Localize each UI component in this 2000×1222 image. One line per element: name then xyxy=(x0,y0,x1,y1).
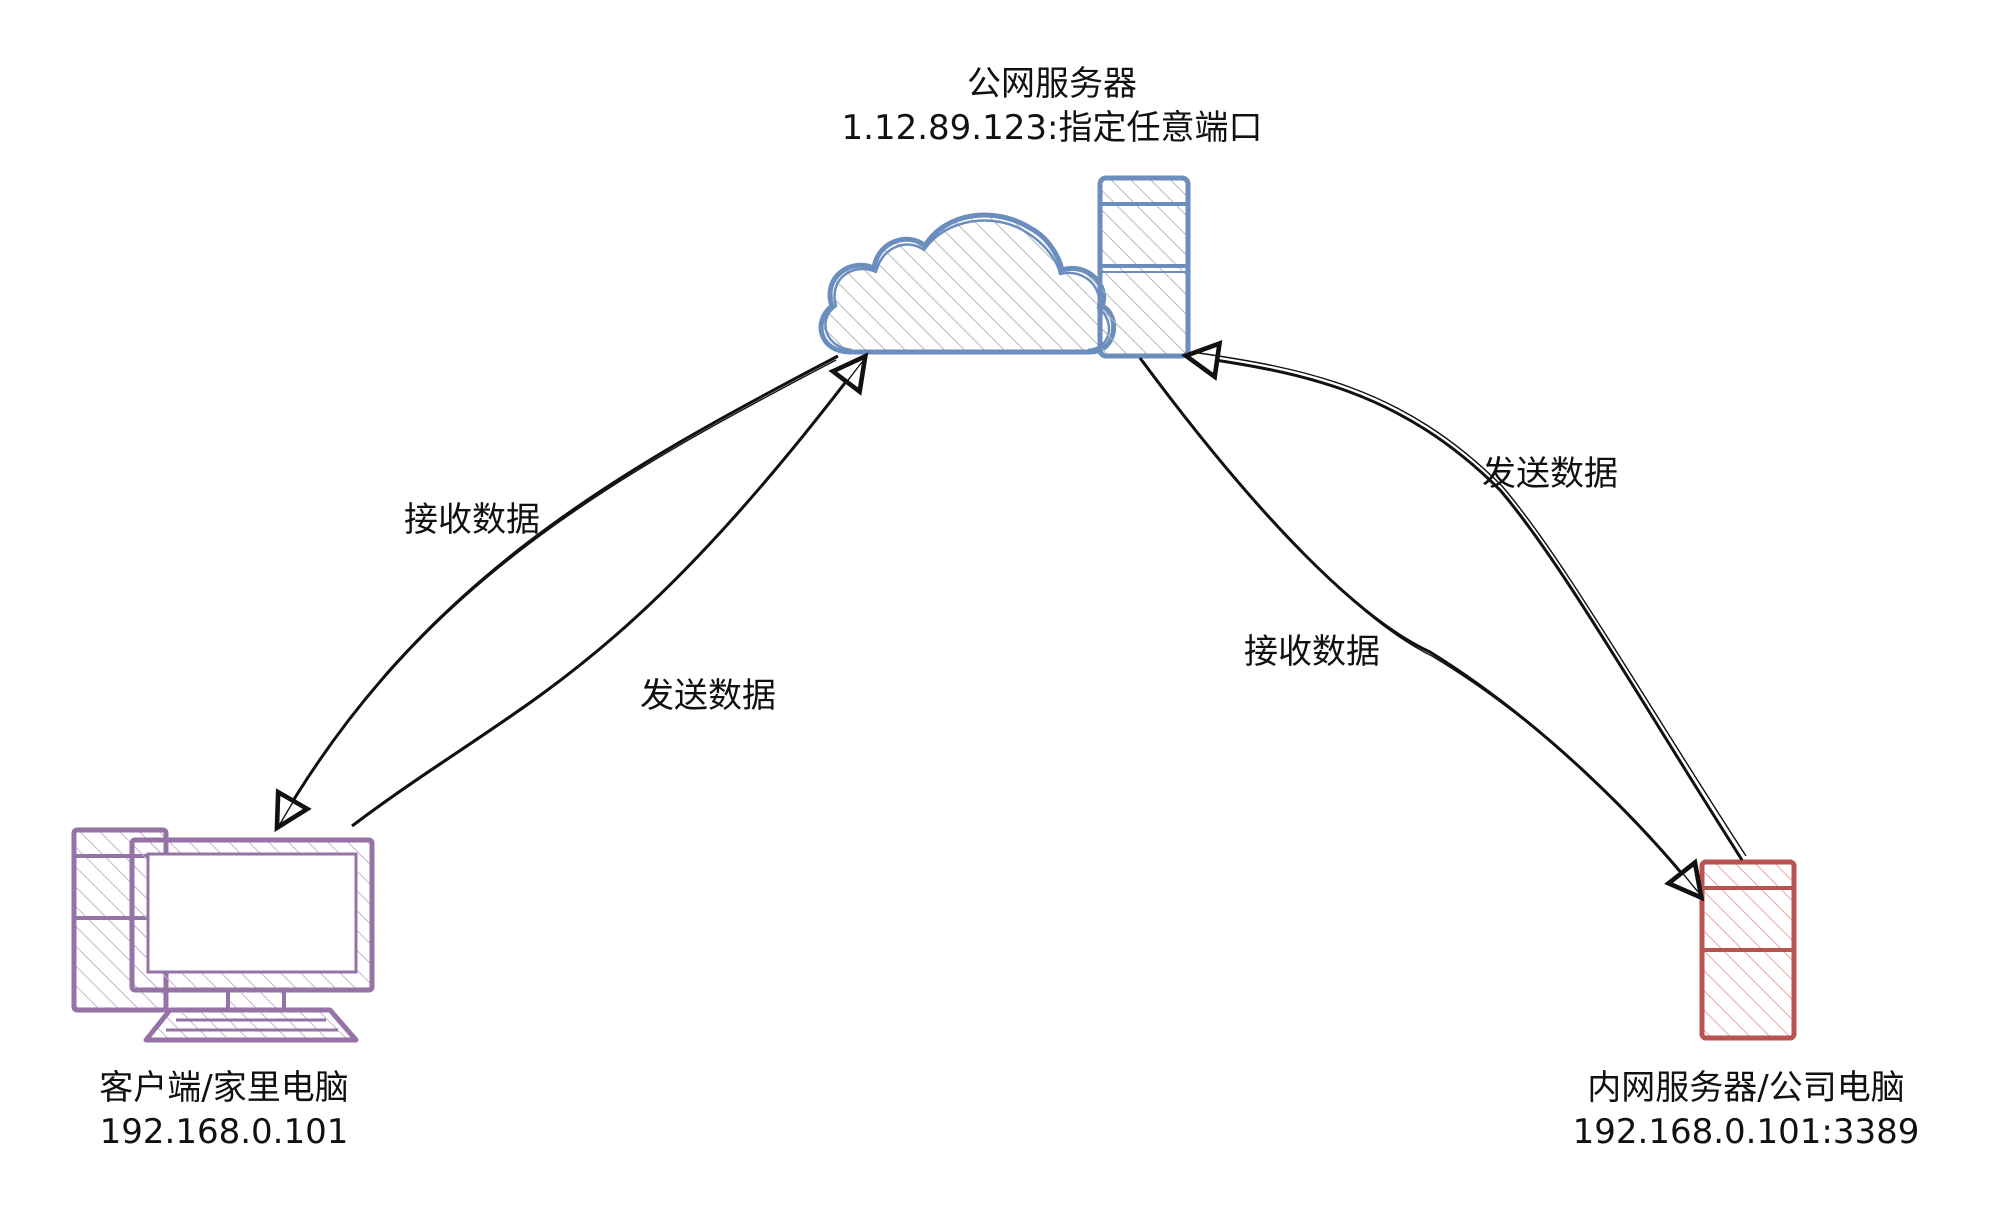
intranet-server-label: 内网服务器/公司电脑 192.168.0.101:3389 xyxy=(1446,1066,2000,1154)
intranet-server-address: 192.168.0.101:3389 xyxy=(1572,1112,1920,1152)
edge-label-client-send: 发送数据 xyxy=(640,676,776,716)
server-tower-icon xyxy=(1097,175,1191,359)
desktop-computer-icon xyxy=(71,827,375,1043)
edge-label-client-receive: 接收数据 xyxy=(404,500,540,540)
client-address: 192.168.0.101 xyxy=(99,1112,349,1152)
intranet-server-icon xyxy=(1699,859,1797,1041)
cloud-icon xyxy=(818,212,1117,355)
public-server-name: 公网服务器 xyxy=(967,64,1137,104)
arrow-to-intranet-server xyxy=(1138,357,1705,902)
client-label: 客户端/家里电脑 192.168.0.101 xyxy=(0,1066,524,1154)
arrow-to-client xyxy=(274,354,839,833)
edge-label-intranet-receive: 接收数据 xyxy=(1244,632,1380,672)
client-name: 客户端/家里电脑 xyxy=(99,1068,349,1108)
arrow-to-public-server xyxy=(351,352,869,828)
edge-label-intranet-send: 发送数据 xyxy=(1482,454,1618,494)
intranet-server-name: 内网服务器/公司电脑 xyxy=(1587,1068,1905,1108)
arrow-from-intranet-server xyxy=(1181,340,1744,861)
public-server-label: 公网服务器 1.12.89.123:指定任意端口 xyxy=(752,62,1352,150)
public-server-address: 1.12.89.123:指定任意端口 xyxy=(841,108,1263,148)
